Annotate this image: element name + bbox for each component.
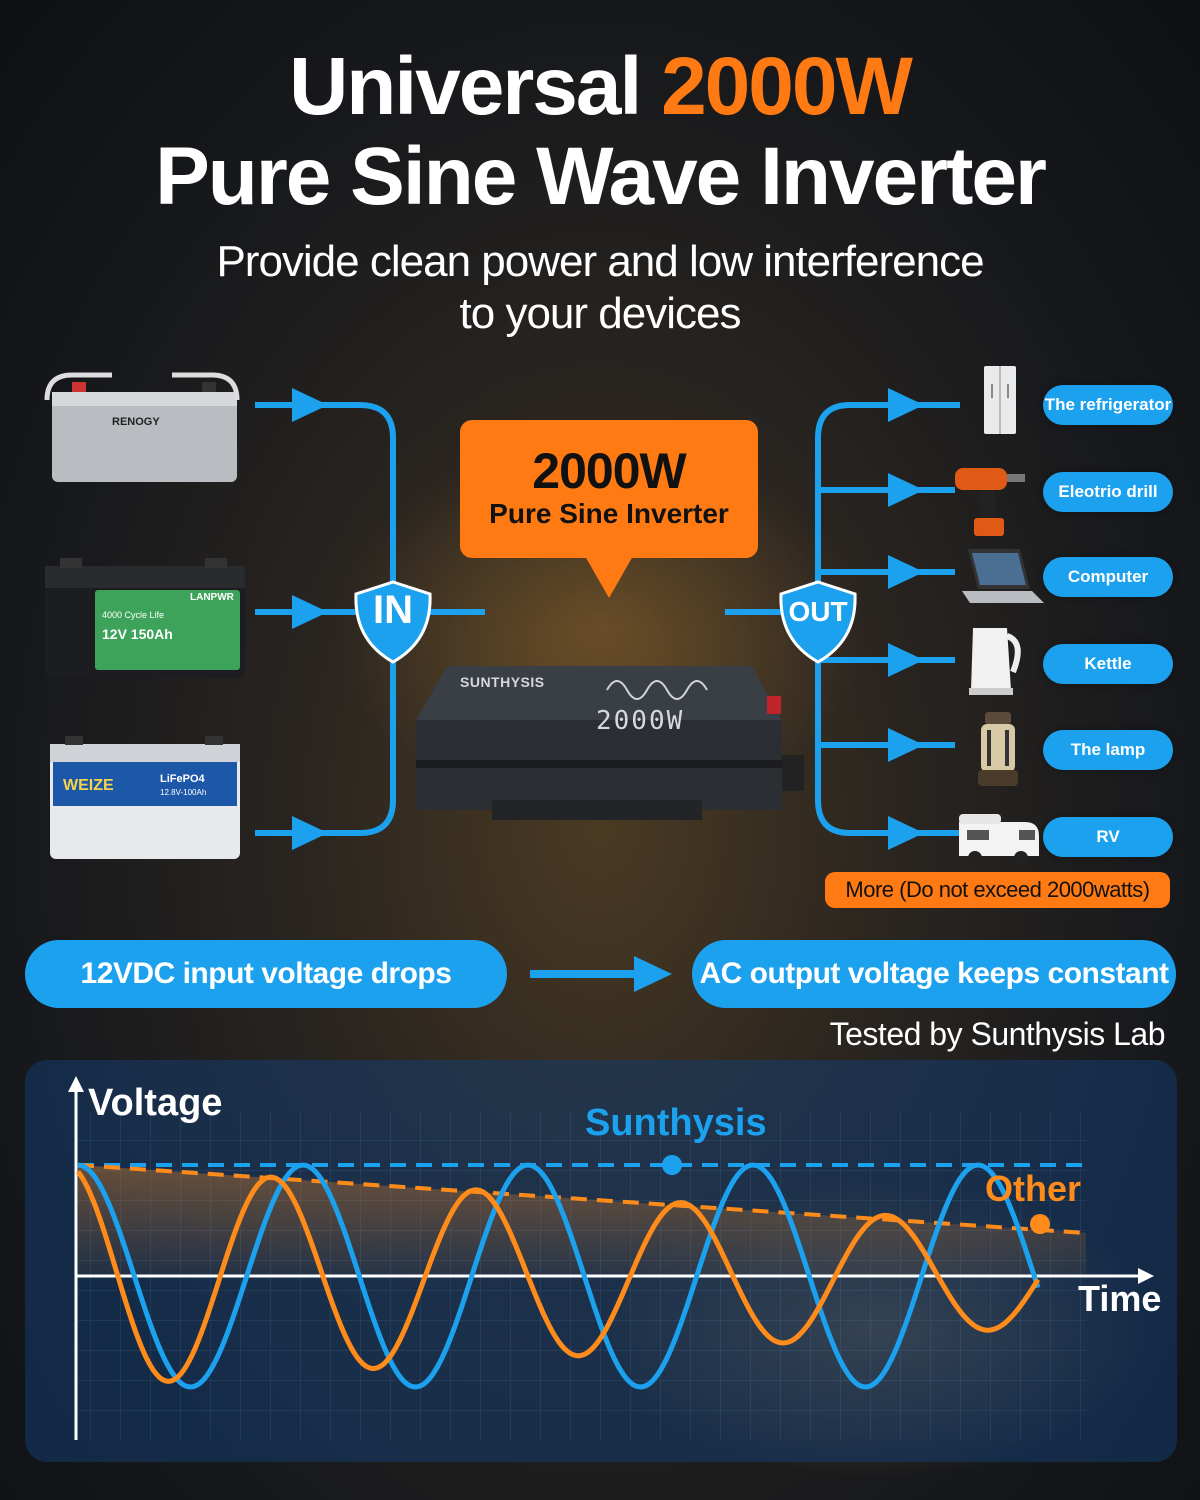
subtitle-line-2: to your devices [459, 289, 742, 338]
lamp-icon [973, 708, 1023, 790]
series-label-sunthysis: Sunthysis [585, 1102, 767, 1144]
subtitle-line-1: Provide clean power and low interference [216, 237, 984, 286]
callout-label: Pure Sine Inverter [489, 498, 729, 529]
battery-chemistry: LiFePO4 [160, 773, 205, 785]
headline-line-2: Pure Sine Wave Inverter [155, 131, 1047, 222]
other-sine-wave [75, 1170, 1041, 1384]
lithium-battery-icon: LANPWR 4000 Cycle Life 12V 150Ah [40, 548, 250, 683]
device-label-lamp: The lamp [1043, 730, 1173, 770]
other-dropping-line [77, 1163, 1087, 1235]
device-label-drill: Eleotrio drill [1043, 472, 1173, 512]
lifepo4-battery-icon: WEIZE LiFePO4 12.8V-100Ah [45, 732, 245, 862]
battery-brand-weize: WEIZE [63, 777, 114, 794]
chart-x-label: Time [1078, 1278, 1162, 1319]
battery-brand-renogy: RENOGY [112, 416, 160, 428]
out-label: OUT [788, 596, 848, 627]
inverter-rating: 2000W [596, 706, 685, 736]
battery-brand-lanpwr: LANPWR [190, 592, 234, 603]
headline-highlight: 2000W [661, 41, 913, 132]
headline-prefix: Universal [289, 41, 662, 132]
kettle-icon [965, 622, 1027, 697]
tested-by-note: Tested by Sunthysis Lab [829, 1016, 1166, 1052]
comparison-arrow-icon [530, 956, 672, 992]
input-voltage-pill: 12VDC input voltage drops [25, 940, 507, 1008]
inverter-callout: 2000W Pure Sine Inverter [460, 420, 758, 558]
other-marker [1030, 1214, 1050, 1234]
inverter-brand: SUNTHYSIS [460, 674, 545, 690]
series-label-other: Other [985, 1168, 1082, 1209]
in-shield-icon [354, 580, 432, 664]
callout-wattage: 2000W [532, 443, 686, 499]
in-label: IN [373, 588, 413, 632]
inverter-icon: SUNTHYSIS 2000W [412, 660, 807, 828]
out-shield-icon [779, 580, 857, 664]
headline-line-1: Universal 2000W [0, 42, 1200, 132]
laptop-icon [960, 545, 1045, 607]
callout-pointer [585, 556, 633, 598]
device-label-computer: Computer [1043, 557, 1173, 597]
device-label-kettle: Kettle [1043, 644, 1173, 684]
device-label-rv: RV [1043, 817, 1173, 857]
chart-y-label: Voltage [88, 1082, 223, 1124]
rv-icon [955, 808, 1043, 868]
output-voltage-pill: AC output voltage keeps constant [692, 940, 1176, 1008]
battery-rating: 12.8V-100Ah [160, 788, 207, 797]
battery-cycle-note: 4000 Cycle Life [102, 610, 165, 620]
device-label-refrigerator: The refrigerator [1043, 385, 1173, 425]
lead-acid-battery-icon: RENOGY [42, 370, 242, 485]
sunthysis-sine-wave [77, 1162, 1041, 1390]
drill-icon [950, 460, 1030, 538]
sunthysis-marker [662, 1155, 682, 1175]
refrigerator-icon [982, 364, 1018, 436]
load-limit-note: More (Do not exceed 2000watts) [825, 872, 1170, 908]
battery-spec-12v150ah: 12V 150Ah [102, 626, 173, 642]
